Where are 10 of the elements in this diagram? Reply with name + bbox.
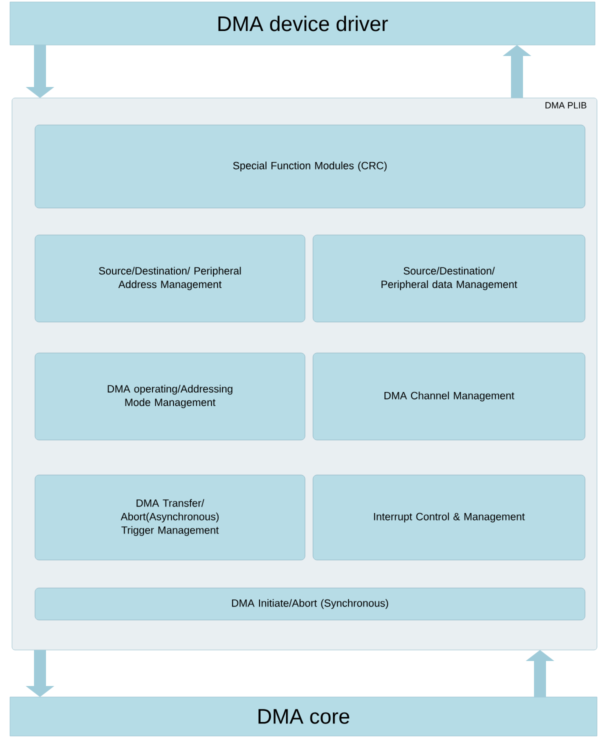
- layer-band: DMA device driver: [10, 2, 596, 46]
- process-box: DMA Transfer/ Abort(Asynchronous) Trigger Management: [34, 474, 306, 560]
- process-box: Source/Destination/ Peripheral Address Management: [34, 234, 306, 322]
- process-box: Interrupt Control & Management: [312, 474, 586, 560]
- process-box: DMA Initiate/Abort (Synchronous): [34, 588, 586, 620]
- process-box: DMA operating/Addressing Mode Management: [34, 352, 306, 440]
- layer-band: DMA core: [10, 696, 598, 736]
- process-box: DMA Channel Management: [312, 352, 586, 440]
- process-box: Source/Destination/ Peripheral data Management: [312, 234, 586, 322]
- process-box: Special Function Modules (CRC): [34, 124, 586, 208]
